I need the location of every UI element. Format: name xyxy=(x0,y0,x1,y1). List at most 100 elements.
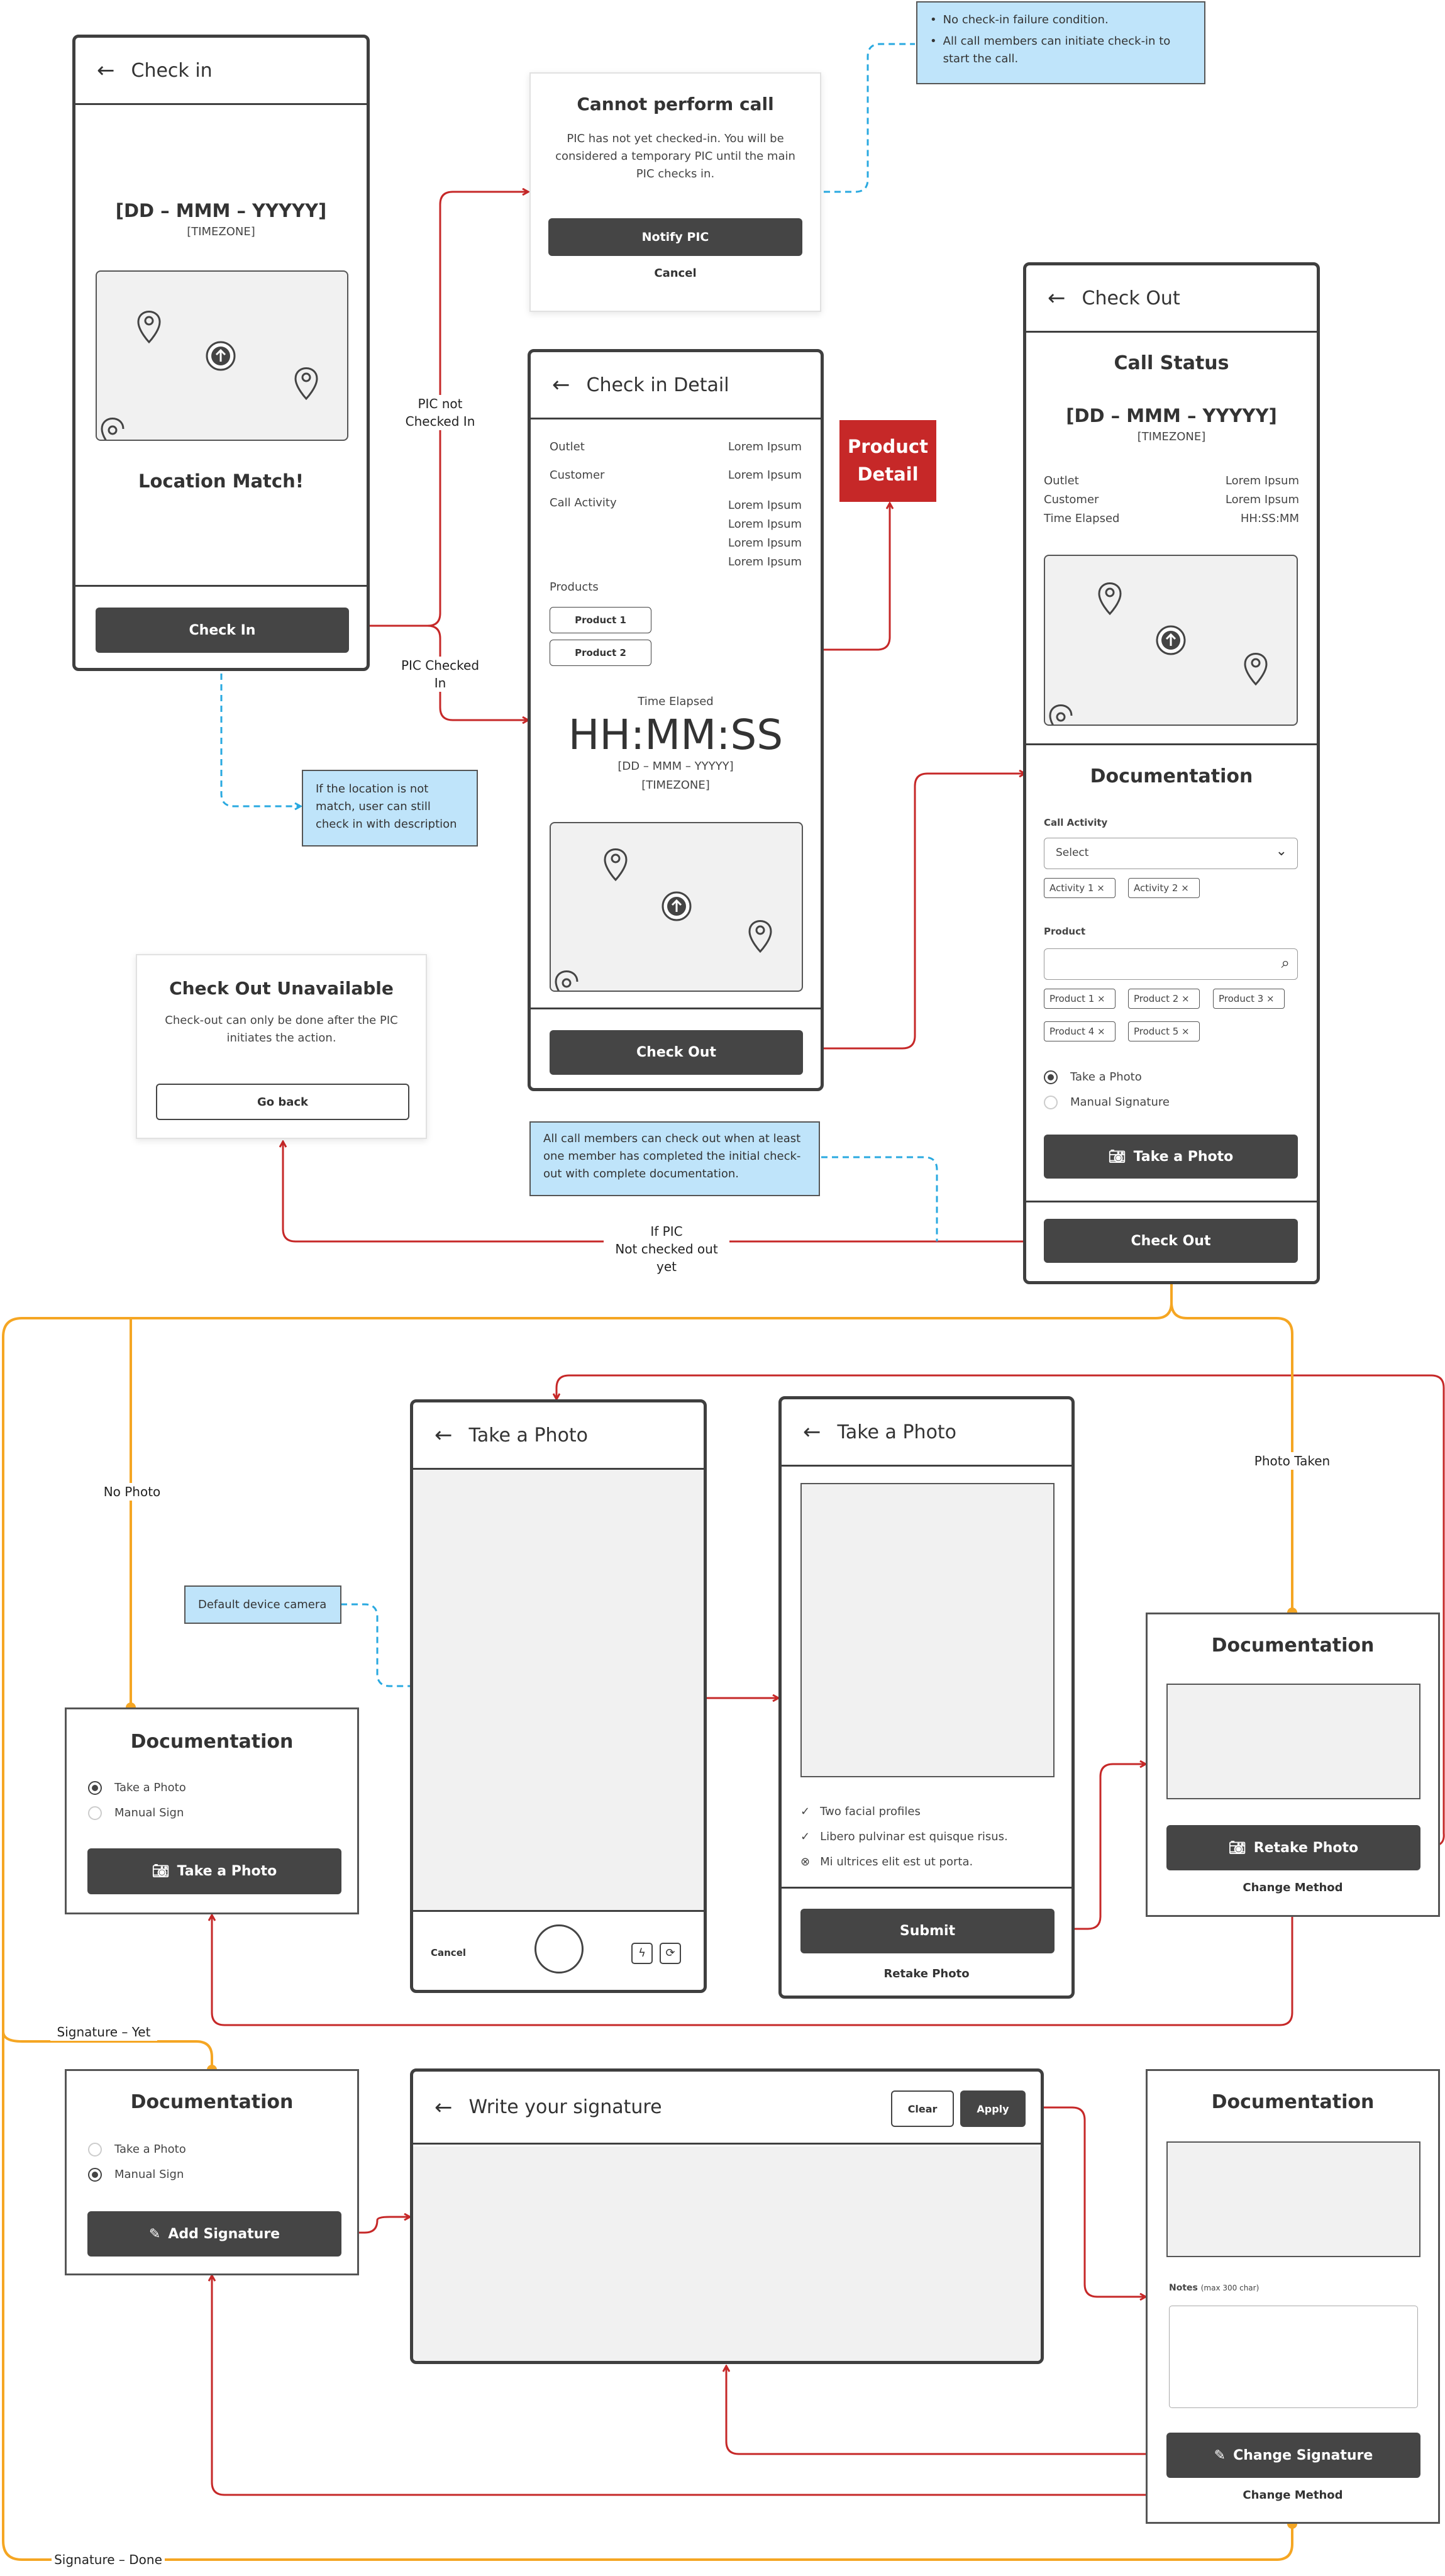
product-2-chip[interactable]: Product 2 xyxy=(550,640,651,666)
activity-tag[interactable]: Activity 2 × xyxy=(1128,878,1200,898)
doc-sign-title: Documentation xyxy=(130,2091,294,2113)
radio-manual-signature[interactable] xyxy=(1044,1096,1058,1109)
radio-take-photo-label: Take a Photo xyxy=(114,1781,186,1794)
map-pins xyxy=(1049,582,1268,724)
notify-pic-button[interactable]: Notify PIC xyxy=(548,218,802,256)
detail-label-outlet: Outlet xyxy=(550,440,585,453)
product-tag[interactable]: Product 3 × xyxy=(1213,989,1285,1009)
documentation-title: Documentation xyxy=(1090,765,1253,787)
label-no-photo: No Photo xyxy=(94,1483,170,1501)
x-circle-icon: ⊗ xyxy=(800,1855,811,1868)
flash-icon[interactable]: ϟ xyxy=(631,1943,653,1964)
back-arrow-icon[interactable]: ← xyxy=(97,58,115,83)
detail-timezone: [TIMEZONE] xyxy=(641,779,710,792)
checkout-unavailable-body: Check-out can only be done after the PIC… xyxy=(165,1014,398,1045)
check-in-detail-header: ← Check in Detail xyxy=(531,352,821,419)
check-in-button[interactable]: Check In xyxy=(96,608,349,653)
note-default-camera: Default device camera xyxy=(184,1585,341,1624)
back-arrow-icon[interactable]: ← xyxy=(435,2094,453,2120)
detail-map[interactable] xyxy=(550,822,803,992)
call-activity-label: Call Activity xyxy=(1044,817,1108,828)
submit-button[interactable]: Submit xyxy=(800,1909,1055,1953)
check-out-title: Check Out xyxy=(1082,287,1180,309)
back-arrow-icon[interactable]: ← xyxy=(435,1423,453,1448)
check-in-detail-title: Check in Detail xyxy=(586,374,729,396)
doc-result-card: Documentation 📷︎Retake Photo Change Meth… xyxy=(1146,1613,1440,1917)
check-out-map[interactable] xyxy=(1044,555,1298,726)
detail-value-outlet: Lorem Ipsum xyxy=(728,440,802,453)
camera-icon: 📷︎ xyxy=(1228,1840,1246,1856)
time-elapsed-value: HH:MM:SS xyxy=(568,711,783,759)
checkout-unavailable-title: Check Out Unavailable xyxy=(169,978,394,999)
camera-icon: 📷︎ xyxy=(1108,1148,1126,1165)
detail-value-customer: Lorem Ipsum xyxy=(728,469,802,482)
label-pic-checked-in: PIC Checked In xyxy=(396,657,484,692)
take-photo-button[interactable]: 📷︎Take a Photo xyxy=(87,1848,341,1894)
change-signature-button[interactable]: ✎Change Signature xyxy=(1166,2433,1420,2478)
radio-take-photo[interactable] xyxy=(1044,1070,1058,1084)
back-arrow-icon[interactable]: ← xyxy=(803,1419,821,1445)
retake-photo-link[interactable]: Retake Photo xyxy=(883,1967,970,1980)
photo-review-header: ← Take a Photo xyxy=(782,1399,1071,1467)
product-tag[interactable]: Product 2 × xyxy=(1128,989,1200,1009)
back-arrow-icon[interactable]: ← xyxy=(552,372,570,397)
switch-camera-icon[interactable]: ⟳ xyxy=(660,1943,681,1964)
photo-thumbnail xyxy=(1166,1684,1420,1799)
signature-preview xyxy=(1166,2141,1420,2257)
product-tag[interactable]: Product 1 × xyxy=(1044,989,1116,1009)
change-method-link[interactable]: Change Method xyxy=(1243,1881,1343,1894)
label-signature-done: Signature – Done xyxy=(52,2551,165,2568)
cannot-call-body: PIC has not yet checked-in. You will be … xyxy=(555,132,795,180)
check-circle-icon: ✓ xyxy=(800,1830,811,1843)
note-item: •No check-in failure condition. xyxy=(930,13,1109,26)
call-activity-select[interactable]: Select ⌄ xyxy=(1044,838,1298,869)
signature-pad[interactable] xyxy=(413,2146,1041,2361)
check-in-title: Check in xyxy=(131,59,213,82)
product-search-input[interactable]: ⌕ xyxy=(1044,948,1298,980)
back-arrow-icon[interactable]: ← xyxy=(1048,286,1066,311)
apply-button[interactable]: Apply xyxy=(960,2090,1026,2127)
note-item: •All call members can initiate check-in … xyxy=(930,35,1171,65)
co-value-outlet: Lorem Ipsum xyxy=(1225,474,1299,487)
detail-label-customer: Customer xyxy=(550,469,605,482)
change-method-link[interactable]: Change Method xyxy=(1243,2489,1343,2502)
add-signature-button[interactable]: ✎Add Signature xyxy=(87,2211,341,2257)
co-value-time: HH:SS:MM xyxy=(1240,512,1299,525)
map-pins xyxy=(555,848,772,991)
chevron-down-icon: ⌄ xyxy=(1275,843,1287,859)
take-photo-button[interactable]: 📷︎Take a Photo xyxy=(1044,1135,1298,1179)
product-tag[interactable]: Product 4 × xyxy=(1044,1021,1116,1041)
go-back-button[interactable]: Go back xyxy=(156,1084,409,1120)
detail-check-out-button[interactable]: Check Out xyxy=(550,1030,803,1075)
clear-button[interactable]: Clear xyxy=(891,2090,954,2127)
detail-date: [DD – MMM – YYYYY] xyxy=(617,760,734,773)
call-status-title: Call Status xyxy=(1114,352,1229,374)
doc-photo-title: Documentation xyxy=(130,1731,294,1753)
check-out-screen: ← Check Out Call Status [DD – MMM – YYYY… xyxy=(1023,262,1320,1284)
camera-header: ← Take a Photo xyxy=(413,1402,704,1470)
radio-take-photo[interactable] xyxy=(88,2143,102,2157)
check-item: ✓Two facial profiles xyxy=(800,1805,921,1818)
camera-cancel-link[interactable]: Cancel xyxy=(431,1947,467,1958)
notes-textarea[interactable] xyxy=(1169,2306,1418,2408)
co-label-outlet: Outlet xyxy=(1044,474,1079,487)
note-checkout-members: All call members can check out when at l… xyxy=(529,1121,820,1196)
product-1-chip[interactable]: Product 1 xyxy=(550,607,651,633)
location-map[interactable] xyxy=(96,270,348,441)
shutter-button[interactable] xyxy=(534,1924,584,1974)
product-tag[interactable]: Product 5 × xyxy=(1128,1021,1200,1041)
cancel-link[interactable]: Cancel xyxy=(654,267,697,280)
check-in-timezone: [TIMEZONE] xyxy=(187,225,255,238)
check-in-detail-screen: ← Check in Detail Outlet Lorem Ipsum Cus… xyxy=(528,349,824,1091)
activity-tag[interactable]: Activity 1 × xyxy=(1044,878,1116,898)
radio-manual-sign[interactable] xyxy=(88,1806,102,1820)
detail-value-call-activity: Lorem Ipsum Lorem Ipsum Lorem Ipsum Lore… xyxy=(728,499,802,569)
product-detail-box[interactable]: Product Detail xyxy=(839,420,936,502)
check-out-button[interactable]: Check Out xyxy=(1044,1219,1298,1263)
doc-sign-card: Documentation Take a Photo Manual Sign ✎… xyxy=(65,2069,359,2275)
camera-viewfinder xyxy=(413,1470,704,1910)
radio-take-photo[interactable] xyxy=(88,1781,102,1795)
radio-manual-sign[interactable] xyxy=(88,2168,102,2182)
retake-photo-button[interactable]: 📷︎Retake Photo xyxy=(1166,1825,1420,1870)
map-pin-icon xyxy=(294,367,318,401)
